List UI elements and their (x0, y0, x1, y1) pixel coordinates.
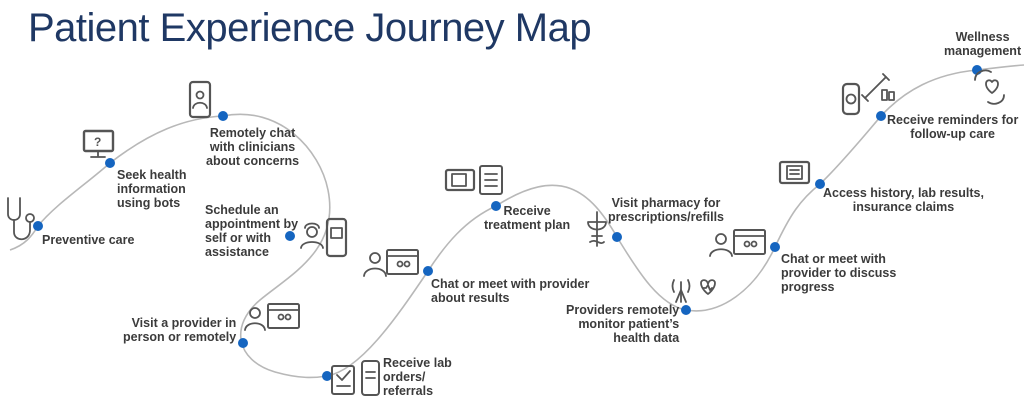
node-discuss-progress[interactable] (770, 242, 780, 252)
node-schedule-appointment[interactable] (285, 231, 295, 241)
tablet-clipboard-icon (444, 165, 503, 195)
page-title: Patient Experience Journey Map (28, 6, 592, 50)
clipboard-phone-icon (331, 360, 380, 396)
smartphone-doctor-icon (188, 80, 212, 119)
monitor-question-icon: ? (82, 129, 115, 158)
node-seek-health-info[interactable] (105, 158, 115, 168)
remote-monitor-icon (671, 279, 716, 303)
node-remote-monitoring[interactable] (681, 305, 691, 315)
step-label-access-history: Access history, lab results,insurance cl… (823, 186, 984, 214)
heart-cycle-icon (974, 69, 1005, 105)
doctor-video-icon (244, 303, 300, 331)
node-remote-chat[interactable] (218, 111, 228, 121)
watch-syringe-icon (841, 73, 895, 116)
node-reminders[interactable] (876, 111, 886, 121)
doctor-video-icon (363, 249, 419, 277)
step-label-preventive-care: Preventive care (42, 233, 135, 247)
node-access-history[interactable] (815, 179, 825, 189)
node-visit-provider[interactable] (238, 338, 248, 348)
doctor-video-icon (709, 229, 766, 257)
pharmacy-icon (587, 211, 607, 247)
node-treatment-plan[interactable] (491, 201, 501, 211)
node-chat-results[interactable] (423, 266, 433, 276)
node-preventive-care[interactable] (33, 221, 43, 231)
node-pharmacy[interactable] (612, 232, 622, 242)
node-lab-orders[interactable] (322, 371, 332, 381)
phone-calendar-icon (300, 217, 348, 258)
tablet-records-icon (778, 160, 811, 185)
stethoscope-icon (7, 197, 35, 241)
svg-text:?: ? (94, 135, 101, 149)
